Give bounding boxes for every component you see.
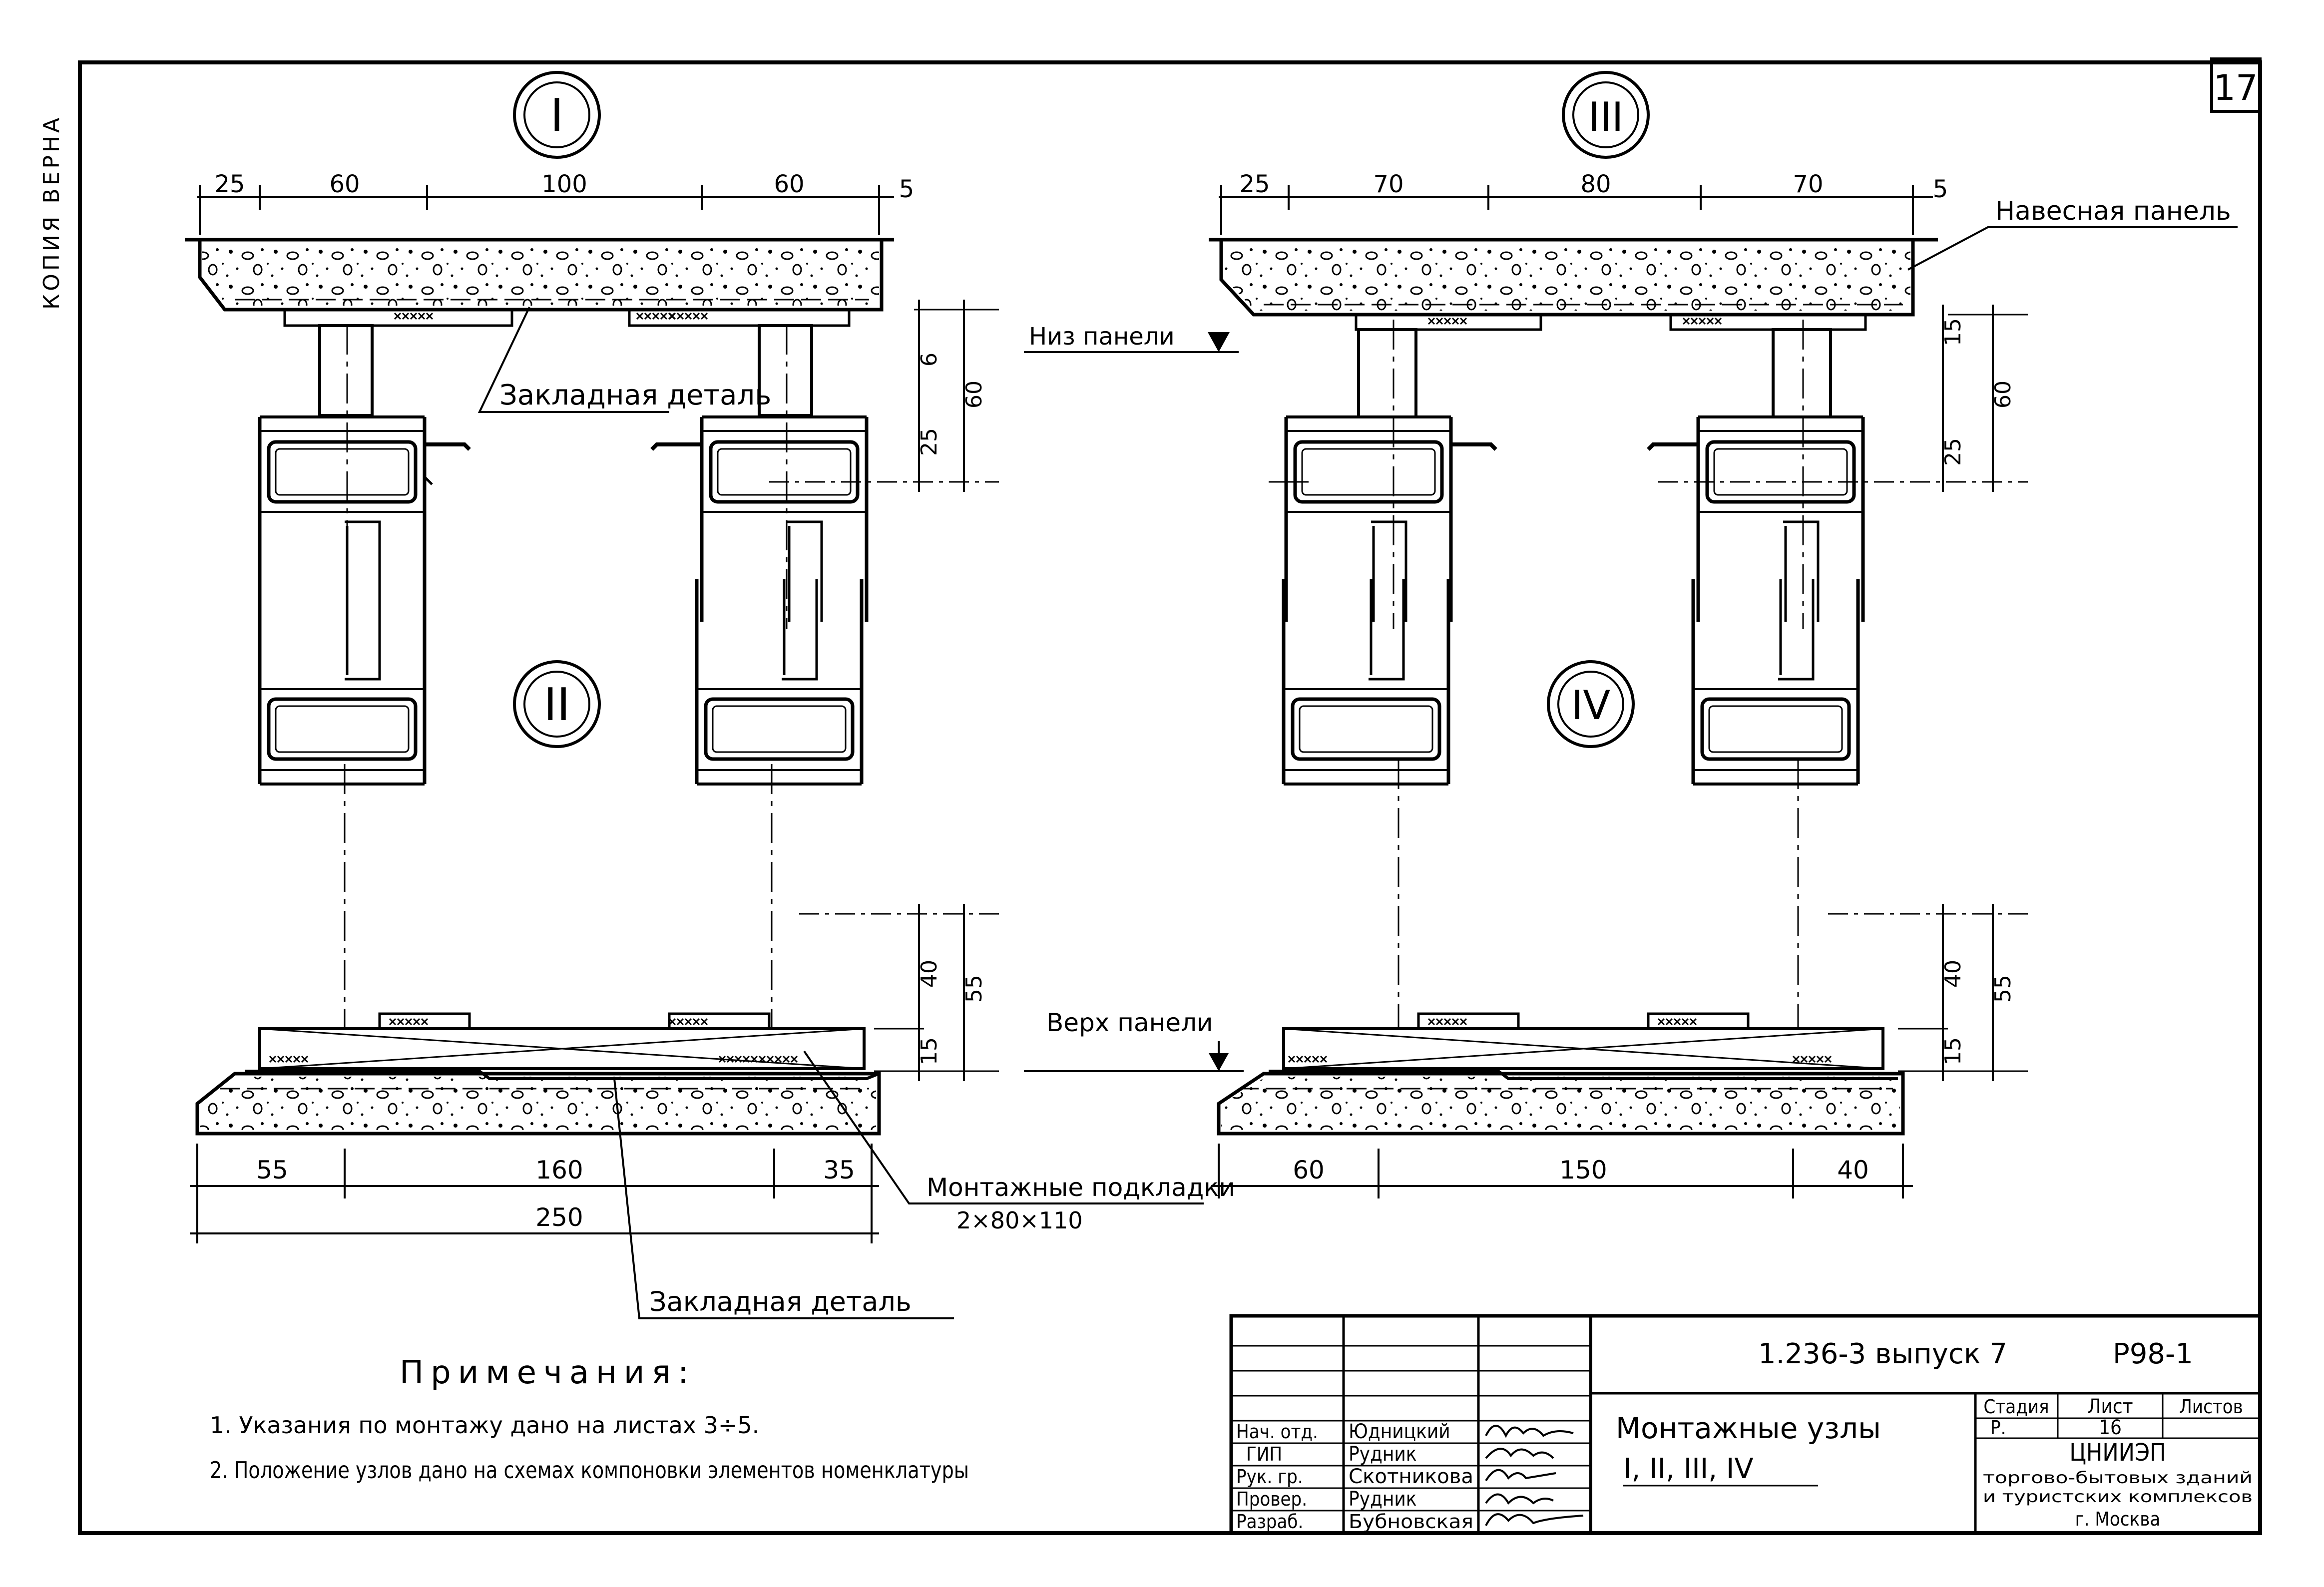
sheet-number: 17 <box>2213 67 2258 108</box>
node-3-dim-3: 70 <box>1793 170 1823 198</box>
tb-stage-header: Стадия <box>1983 1396 2049 1418</box>
node-2-vdim-2: 15 <box>917 1037 942 1065</box>
tb-org-name: ЦНИИЭП <box>2069 1439 2166 1467</box>
node-3-panel-label: Навесная панель <box>1995 196 2231 226</box>
node-1-mark-circle <box>513 71 601 159</box>
node-3-vdim-1: 60 <box>1990 381 2016 408</box>
tb-drawing-title: Монтажные узлы <box>1616 1411 1881 1445</box>
node-3-dim-4: 5 <box>1933 175 1948 203</box>
tb-org-city: г. Москва <box>2075 1508 2161 1530</box>
node-2-embed-label: Закладная деталь <box>649 1286 912 1317</box>
node-1-vdim-1: 60 <box>961 381 987 408</box>
node-2-dim-1: 160 <box>535 1156 583 1185</box>
node-4-vdim-0: 40 <box>1940 960 1966 988</box>
node-2-mark: II <box>543 679 570 731</box>
node-4-panel-top-label: Верх панели <box>1046 1008 1213 1037</box>
node-1-vdim-2: 25 <box>917 428 942 456</box>
side-stamp: КОПИЯ ВЕРНА <box>39 115 64 310</box>
sheet-frame <box>78 60 2262 1535</box>
node-3-detail: III 25 70 80 70 5 15 60 25 <box>1024 71 2238 629</box>
node-2-dim-3: 250 <box>535 1203 583 1232</box>
sheet-number-box <box>2210 57 2262 113</box>
node-3-dim-2: 80 <box>1580 170 1611 198</box>
tb-role-0: Нач. отд. <box>1236 1421 1318 1443</box>
node-4-dim-1: 150 <box>1559 1156 1607 1185</box>
node-4-dim-2: 40 <box>1837 1156 1869 1185</box>
tb-role-2: Рук. гр. <box>1236 1466 1303 1488</box>
node-4-level-marker <box>1209 1053 1229 1071</box>
tb-org-line3: и туристских комплексов <box>1983 1487 2253 1506</box>
node-3-vdim-2: 25 <box>1940 438 1966 466</box>
node-2-slab <box>195 1072 881 1136</box>
tb-role-3: Провер. <box>1236 1488 1307 1510</box>
node-3-dim-1: 70 <box>1373 170 1403 198</box>
node-4-vdim-2: 15 <box>1940 1037 1966 1065</box>
signature-0 <box>1485 1425 1574 1438</box>
tb-drawing-subtitle: I, II, III, IV <box>1623 1453 1754 1485</box>
tb-name-2: Скотникова <box>1349 1465 1473 1488</box>
node-2-dim-0: 55 <box>256 1156 288 1185</box>
notes-item-1: 1. Указания по монтажу дано на листах 3÷… <box>210 1412 759 1439</box>
tb-role-1: ГИП <box>1246 1443 1282 1465</box>
notes: Примечания: 1. Указания по монтажу дано … <box>210 1354 969 1484</box>
node-1-vdim-0: 6 <box>917 353 942 367</box>
signature-1 <box>1485 1448 1554 1459</box>
node-1-mark: I <box>550 89 564 142</box>
node-3-dim-0: 25 <box>1239 170 1270 198</box>
tb-name-0: Юдницкий <box>1349 1420 1450 1443</box>
tb-org-line2: торгово-бытовых зданий <box>1983 1468 2253 1487</box>
node-2-pads-label: Монтажные подкладки <box>927 1173 1235 1202</box>
node-1-dim-3: 60 <box>774 170 804 198</box>
node-1-dim-4: 5 <box>899 175 915 203</box>
tb-code: 1.236-3 выпуск 7 <box>1758 1338 2007 1370</box>
tb-sheet-header: Лист <box>2087 1395 2133 1418</box>
signature-3 <box>1485 1493 1554 1505</box>
node-2-pads-size: 2×80×110 <box>956 1207 1083 1234</box>
node-4-mark: IV <box>1571 682 1611 729</box>
node-2-vdim-0: 40 <box>917 960 942 988</box>
node-1-detail: I 25 60 100 60 5 6 60 25 <box>185 71 999 629</box>
node-2-detail: II 40 55 15 55 160 35 <box>190 579 1235 1319</box>
node-1-embed-label: Закладная деталь <box>499 379 771 411</box>
node-1-slab <box>185 238 894 312</box>
node-1-dim-1: 60 <box>329 170 360 198</box>
node-4-slab <box>1217 1072 1905 1136</box>
node-3-slab <box>1209 238 1938 317</box>
tb-name-4: Бубновская <box>1349 1511 1473 1533</box>
node-2-pad-strip <box>258 1027 866 1070</box>
node-3-panel-bottom-label: Низ панели <box>1029 323 1175 351</box>
node-2-dim-2: 35 <box>823 1156 855 1185</box>
node-3-level-marker <box>1208 332 1230 352</box>
tb-sheet-code: Р98-1 <box>2113 1338 2193 1370</box>
node-3-mark: III <box>1588 94 1624 140</box>
tb-name-3: Рудник <box>1349 1488 1417 1511</box>
tb-sheets-header: Листов <box>2179 1396 2243 1418</box>
tb-stage: Р. <box>1990 1417 2006 1439</box>
node-1-embed-plate <box>283 308 513 327</box>
notes-item-2: 2. Положение узлов дано на схемах компон… <box>210 1457 969 1484</box>
node-1-dim-0: 25 <box>214 170 245 198</box>
tb-name-1: Рудник <box>1349 1443 1417 1466</box>
notes-title: Примечания: <box>400 1354 696 1391</box>
tb-sheet: 16 <box>2099 1416 2122 1439</box>
node-4-vdim-1: 55 <box>1990 975 2016 1003</box>
node-2-vdim-1: 55 <box>961 975 987 1003</box>
node-1-leader <box>477 307 669 413</box>
node-3-vdim-0: 15 <box>1940 318 1966 346</box>
node-4-dim-0: 60 <box>1293 1156 1325 1185</box>
node-4-detail: IV 40 55 15 Верх панели <box>1024 579 2028 1198</box>
tb-role-4: Разраб. <box>1236 1511 1303 1533</box>
signature-4 <box>1485 1513 1584 1526</box>
node-1-dim-2: 100 <box>541 170 587 198</box>
signature-2 <box>1485 1469 1556 1482</box>
title-block: Нач. отд. Юдницкий ГИП Рудник Рук. гр. С… <box>1229 1314 2262 1535</box>
